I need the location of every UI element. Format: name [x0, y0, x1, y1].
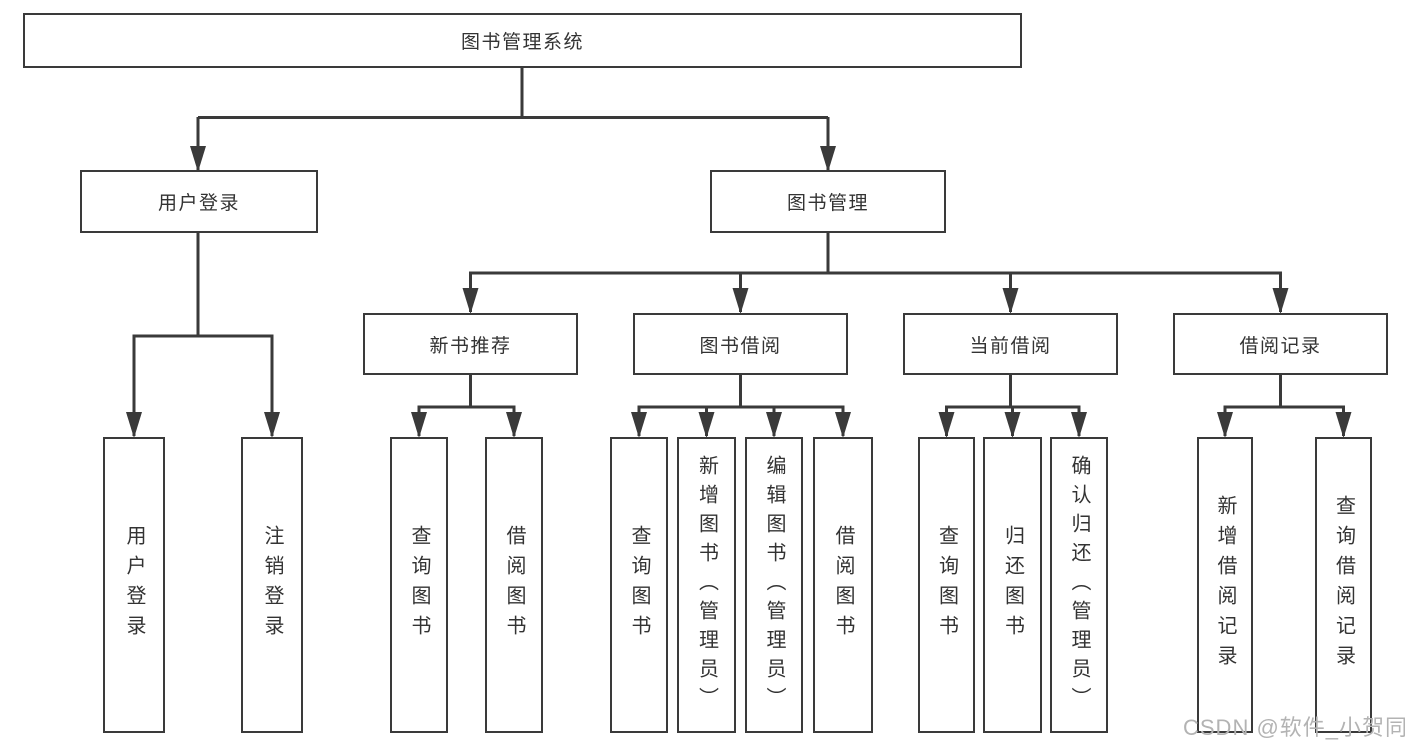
leaf-user-login: 用户登录	[103, 437, 165, 733]
leaf-newrec-query-books-label: 查询图书	[408, 525, 430, 645]
node-user-login: 用户登录	[80, 170, 318, 233]
leaf-bb-borrow-books-label: 借阅图书	[832, 525, 854, 645]
leaf-cb-return-books-label: 归还图书	[1001, 525, 1024, 645]
node-current-borrowing: 当前借阅	[903, 313, 1118, 375]
leaf-bb-edit-books-admin-label: 编辑图书（管理员）	[763, 454, 785, 716]
leaf-cb-confirm-return-admin-label: 确认归还（管理员）	[1068, 454, 1090, 716]
leaf-bb-borrow-books: 借阅图书	[813, 437, 873, 733]
node-new-book-recommend-label: 新书推荐	[429, 335, 512, 357]
leaf-logout-label: 注销登录	[261, 525, 283, 645]
node-borrowing-records-label: 借阅记录	[1239, 335, 1322, 357]
leaf-cb-query-books: 查询图书	[918, 437, 975, 733]
node-book-borrowing-label: 图书借阅	[699, 335, 782, 357]
node-book-borrowing: 图书借阅	[633, 313, 848, 375]
connector-group	[126, 68, 1352, 438]
leaf-br-query-record-label: 查询借阅记录	[1332, 495, 1355, 675]
node-root: 图书管理系统	[23, 13, 1022, 68]
leaf-newrec-query-books: 查询图书	[390, 437, 448, 733]
leaf-cb-query-books-label: 查询图书	[935, 525, 958, 645]
leaf-cb-confirm-return-admin: 确认归还（管理员）	[1050, 437, 1108, 733]
node-borrowing-records: 借阅记录	[1173, 313, 1388, 375]
leaf-newrec-borrow-books: 借阅图书	[485, 437, 543, 733]
leaf-cb-return-books: 归还图书	[983, 437, 1042, 733]
leaf-bb-add-books-admin-label: 新增图书（管理员）	[695, 454, 718, 716]
node-book-management: 图书管理	[710, 170, 946, 233]
leaf-newrec-borrow-books-label: 借阅图书	[503, 525, 525, 645]
leaf-br-query-record: 查询借阅记录	[1315, 437, 1372, 733]
leaf-user-login-label: 用户登录	[123, 525, 145, 645]
leaf-br-add-record: 新增借阅记录	[1197, 437, 1253, 733]
node-current-borrowing-label: 当前借阅	[969, 335, 1052, 357]
leaf-br-add-record-label: 新增借阅记录	[1214, 495, 1236, 675]
node-book-management-label: 图书管理	[786, 193, 869, 214]
node-root-label: 图书管理系统	[460, 32, 584, 53]
node-user-login-label: 用户登录	[157, 193, 240, 214]
leaf-bb-query-books: 查询图书	[610, 437, 668, 733]
leaf-bb-query-books-label: 查询图书	[628, 525, 650, 645]
leaf-bb-edit-books-admin: 编辑图书（管理员）	[745, 437, 803, 733]
node-new-book-recommend: 新书推荐	[363, 313, 578, 375]
watermark: CSDN @软件_小贺同学	[1183, 715, 1405, 740]
leaf-bb-add-books-admin: 新增图书（管理员）	[677, 437, 736, 733]
leaf-logout: 注销登录	[241, 437, 303, 733]
